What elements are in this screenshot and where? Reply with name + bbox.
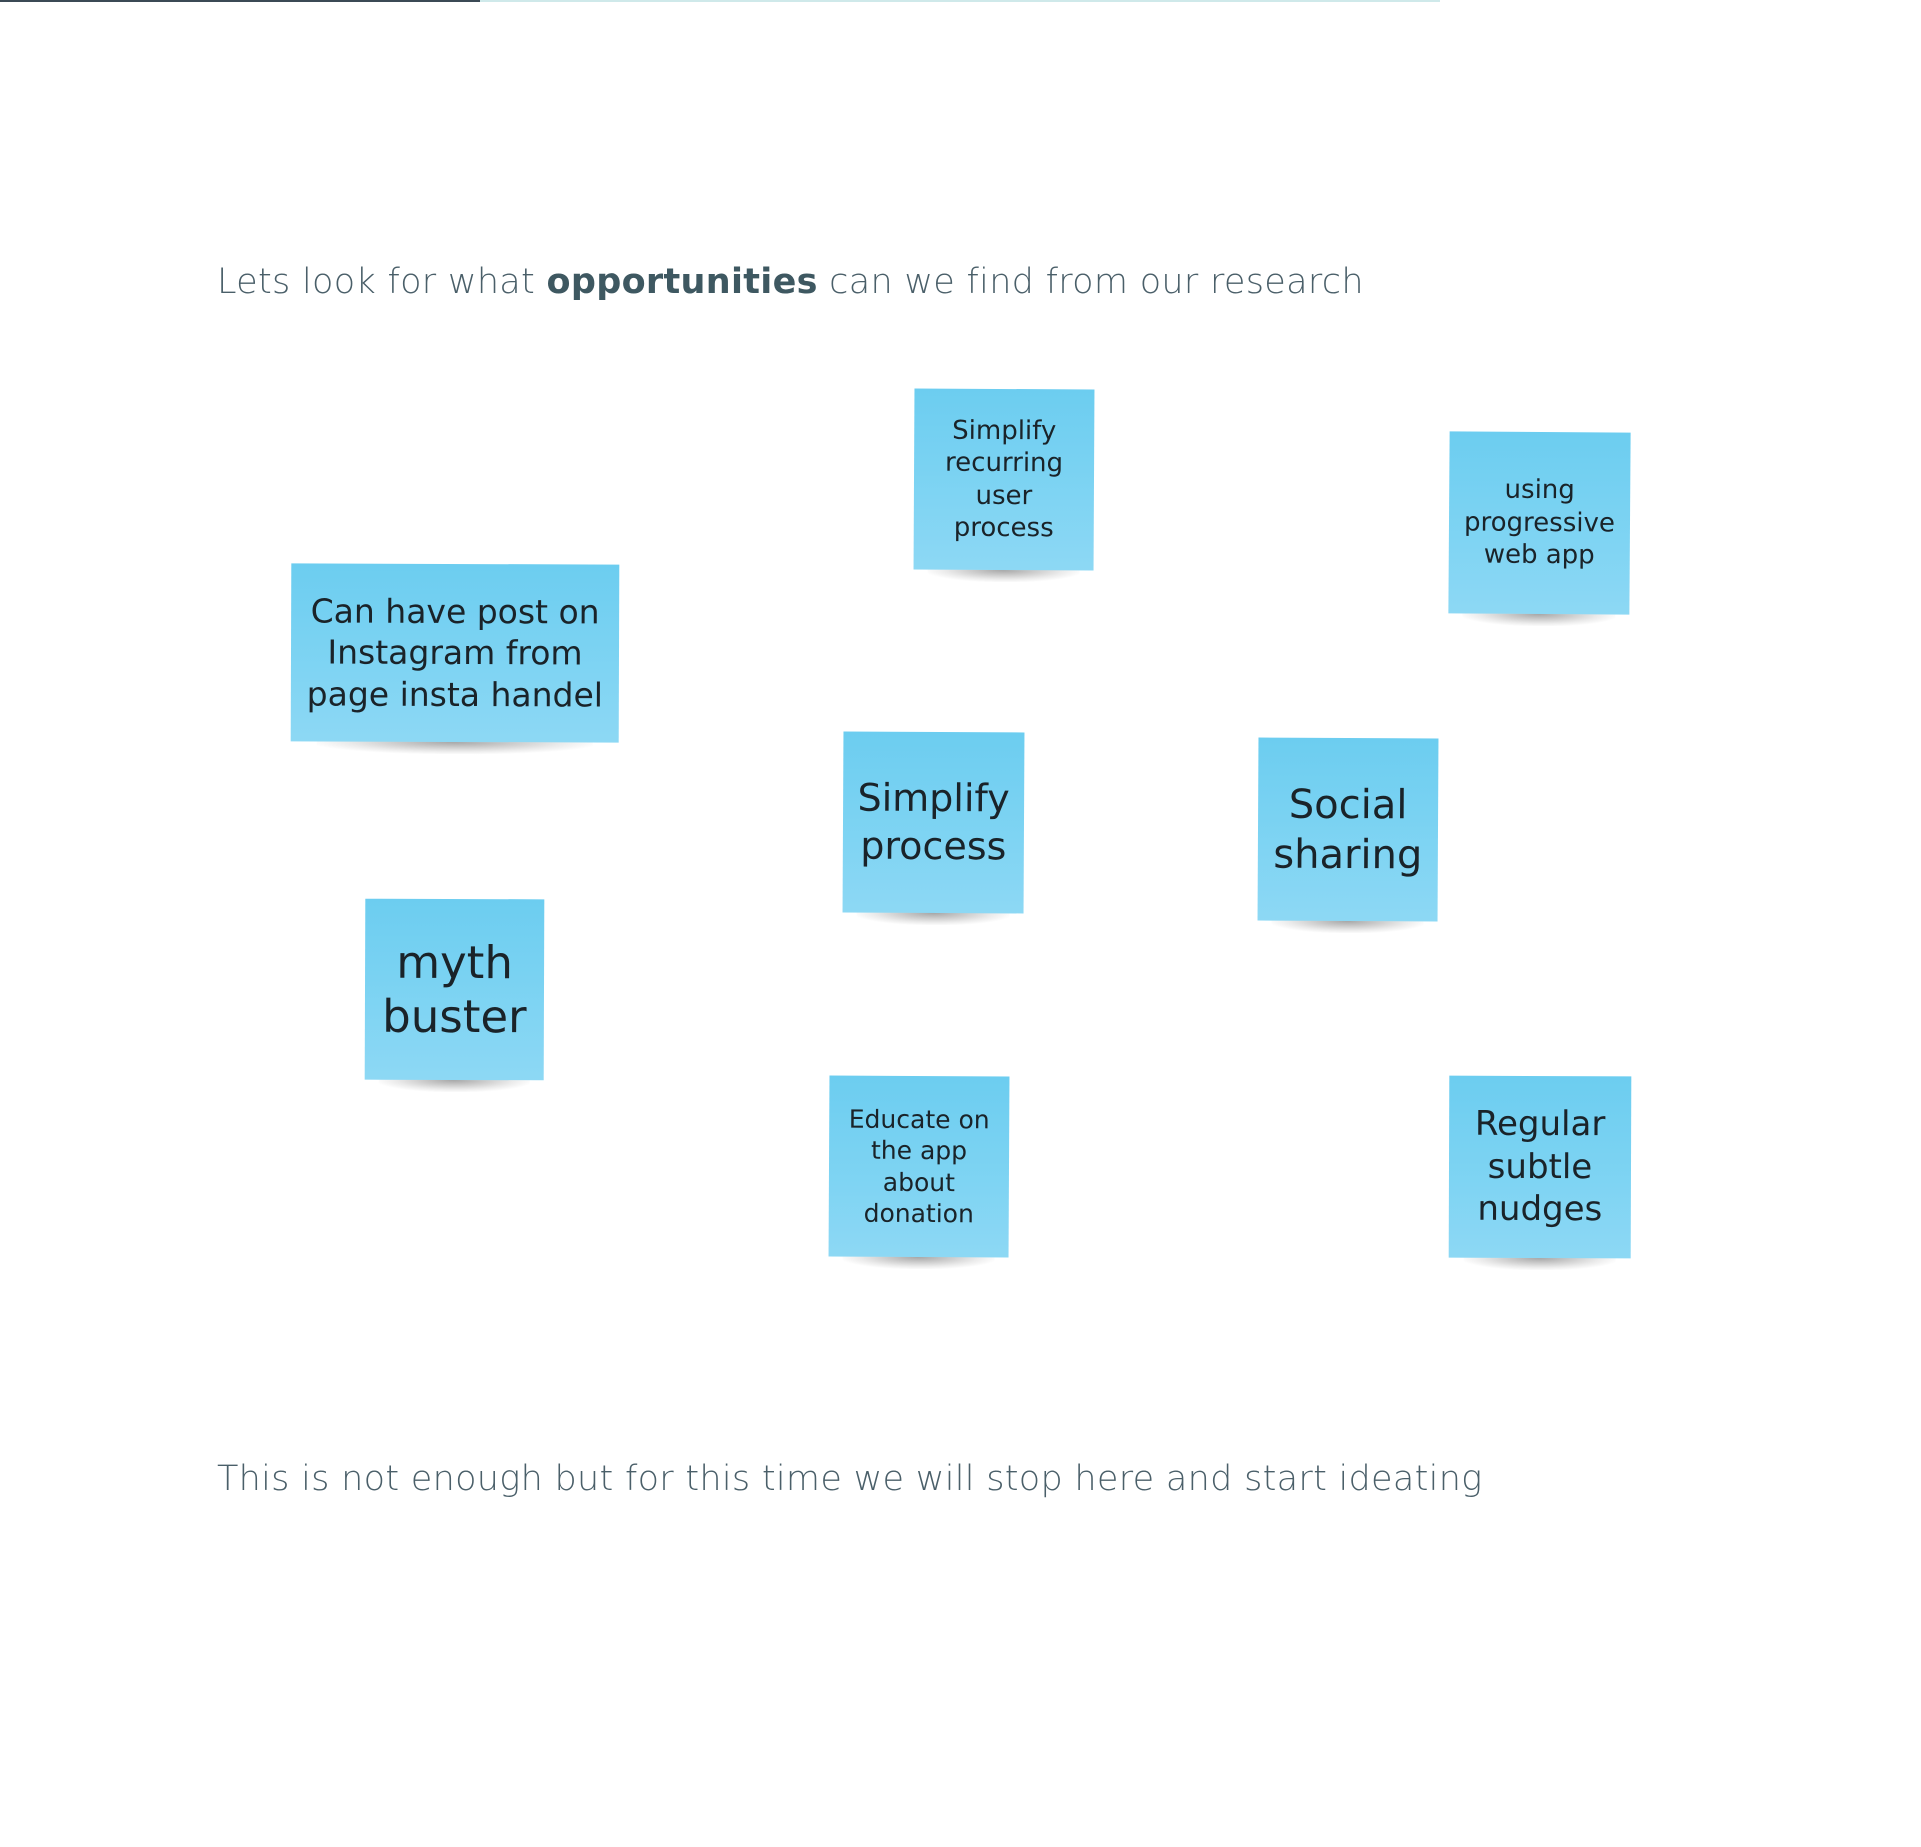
heading-text-before: Lets look for what: [217, 262, 547, 302]
sticky-note-text: Educate on the app about donation: [848, 1104, 990, 1229]
sticky-note-progressive-web-app[interactable]: using progressive web app: [1448, 431, 1631, 615]
sticky-note-social-sharing[interactable]: Social sharing: [1257, 737, 1439, 922]
sticky-note-subtle-nudges[interactable]: Regular subtle nudges: [1448, 1075, 1632, 1259]
heading-text-after: can we find from our research: [817, 262, 1364, 302]
sticky-note-text: Can have post on Instagram from page ins…: [306, 591, 604, 715]
sticky-note-text: myth buster: [382, 936, 527, 1043]
closing-note: This is not enough but for this time we …: [217, 1459, 1483, 1499]
section-heading: Lets look for what opportunities can we …: [217, 262, 1364, 302]
sticky-note-myth-buster[interactable]: myth buster: [364, 898, 545, 1081]
sticky-note-text: Simplify recurring user process: [944, 415, 1064, 544]
sticky-note-educate-donation[interactable]: Educate on the app about donation: [828, 1075, 1010, 1258]
sticky-note-text: Social sharing: [1273, 781, 1423, 878]
sticky-note-text: Regular subtle nudges: [1474, 1104, 1606, 1230]
sticky-note-instagram-post[interactable]: Can have post on Instagram from page ins…: [290, 563, 620, 743]
heading-emphasis: opportunities: [546, 262, 818, 302]
top-divider: [0, 0, 1440, 2]
sticky-note-text: Simplify process: [857, 775, 1010, 868]
sticky-note-text: using progressive web app: [1463, 475, 1616, 571]
sticky-note-simplify-process[interactable]: Simplify process: [842, 731, 1025, 914]
sticky-note-simplify-recurring[interactable]: Simplify recurring user process: [913, 388, 1095, 571]
